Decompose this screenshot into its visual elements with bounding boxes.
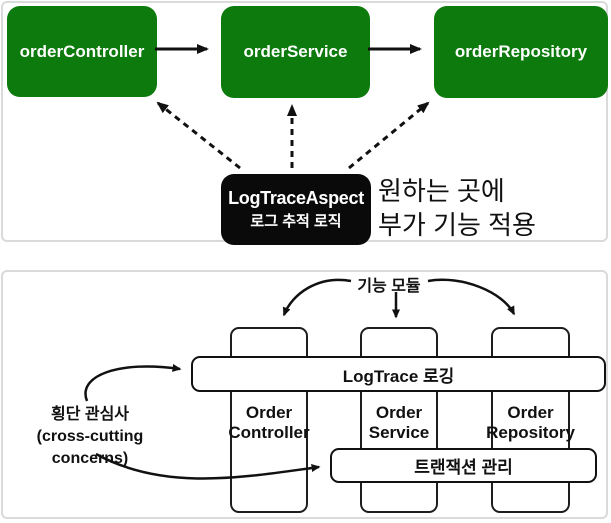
column-label-line: Service <box>368 423 430 442</box>
column-label-line: Order <box>507 403 554 422</box>
order-repository-node: orderRepository <box>434 6 608 98</box>
order-controller-label: orderController <box>19 41 145 61</box>
transaction-management-bar-label: 트랜잭션 관리 <box>414 458 513 477</box>
order-controller-node: orderController <box>7 6 157 97</box>
feature-module-label: 기능 모듈 <box>344 272 434 296</box>
column-label-line: Order <box>375 403 423 422</box>
cross-cutting-concerns-label: 횡단 관심사 (cross-cutting concerns) <box>0 404 180 470</box>
log-trace-aspect-title: LogTraceAspect <box>228 188 364 208</box>
annotation-line1: 원하는 곳에 <box>378 176 505 206</box>
log-trace-aspect-node: LogTraceAspect 로그 추적 로직 <box>221 174 371 245</box>
column-label-line: Controller <box>228 423 310 442</box>
cross-cutting-line2: (cross-cutting concerns) <box>36 428 144 467</box>
order-service-column: Order Service <box>360 327 438 513</box>
order-controller-column: Order Controller <box>228 327 310 513</box>
order-repository-column-label: Order Repository <box>486 403 575 443</box>
order-repository-label: orderRepository <box>454 42 588 61</box>
transaction-management-bar: 트랜잭션 관리 <box>330 448 597 483</box>
column-label-line: Order <box>245 403 293 422</box>
logtrace-logging-bar: LogTrace 로깅 <box>191 356 606 392</box>
column-label-line: Repository <box>486 423 575 442</box>
cross-cutting-line1: 횡단 관심사 <box>50 406 130 423</box>
runtime-flow-panel: orderController orderService orderReposi… <box>1 1 608 245</box>
apply-anywhere-annotation: 원하는 곳에 부가 기능 적용 <box>378 174 536 242</box>
order-controller-column-label: Order Controller <box>228 403 309 443</box>
log-trace-aspect-subtitle: 로그 추적 로직 <box>250 213 342 230</box>
order-service-node: orderService <box>221 6 370 98</box>
annotation-line2: 부가 기능 적용 <box>378 210 536 240</box>
logtrace-logging-bar-label: LogTrace 로깅 <box>342 366 455 386</box>
order-service-label: orderService <box>243 42 348 61</box>
order-repository-column: Order Repository <box>486 327 575 513</box>
order-service-column-label: Order Service <box>369 403 430 443</box>
